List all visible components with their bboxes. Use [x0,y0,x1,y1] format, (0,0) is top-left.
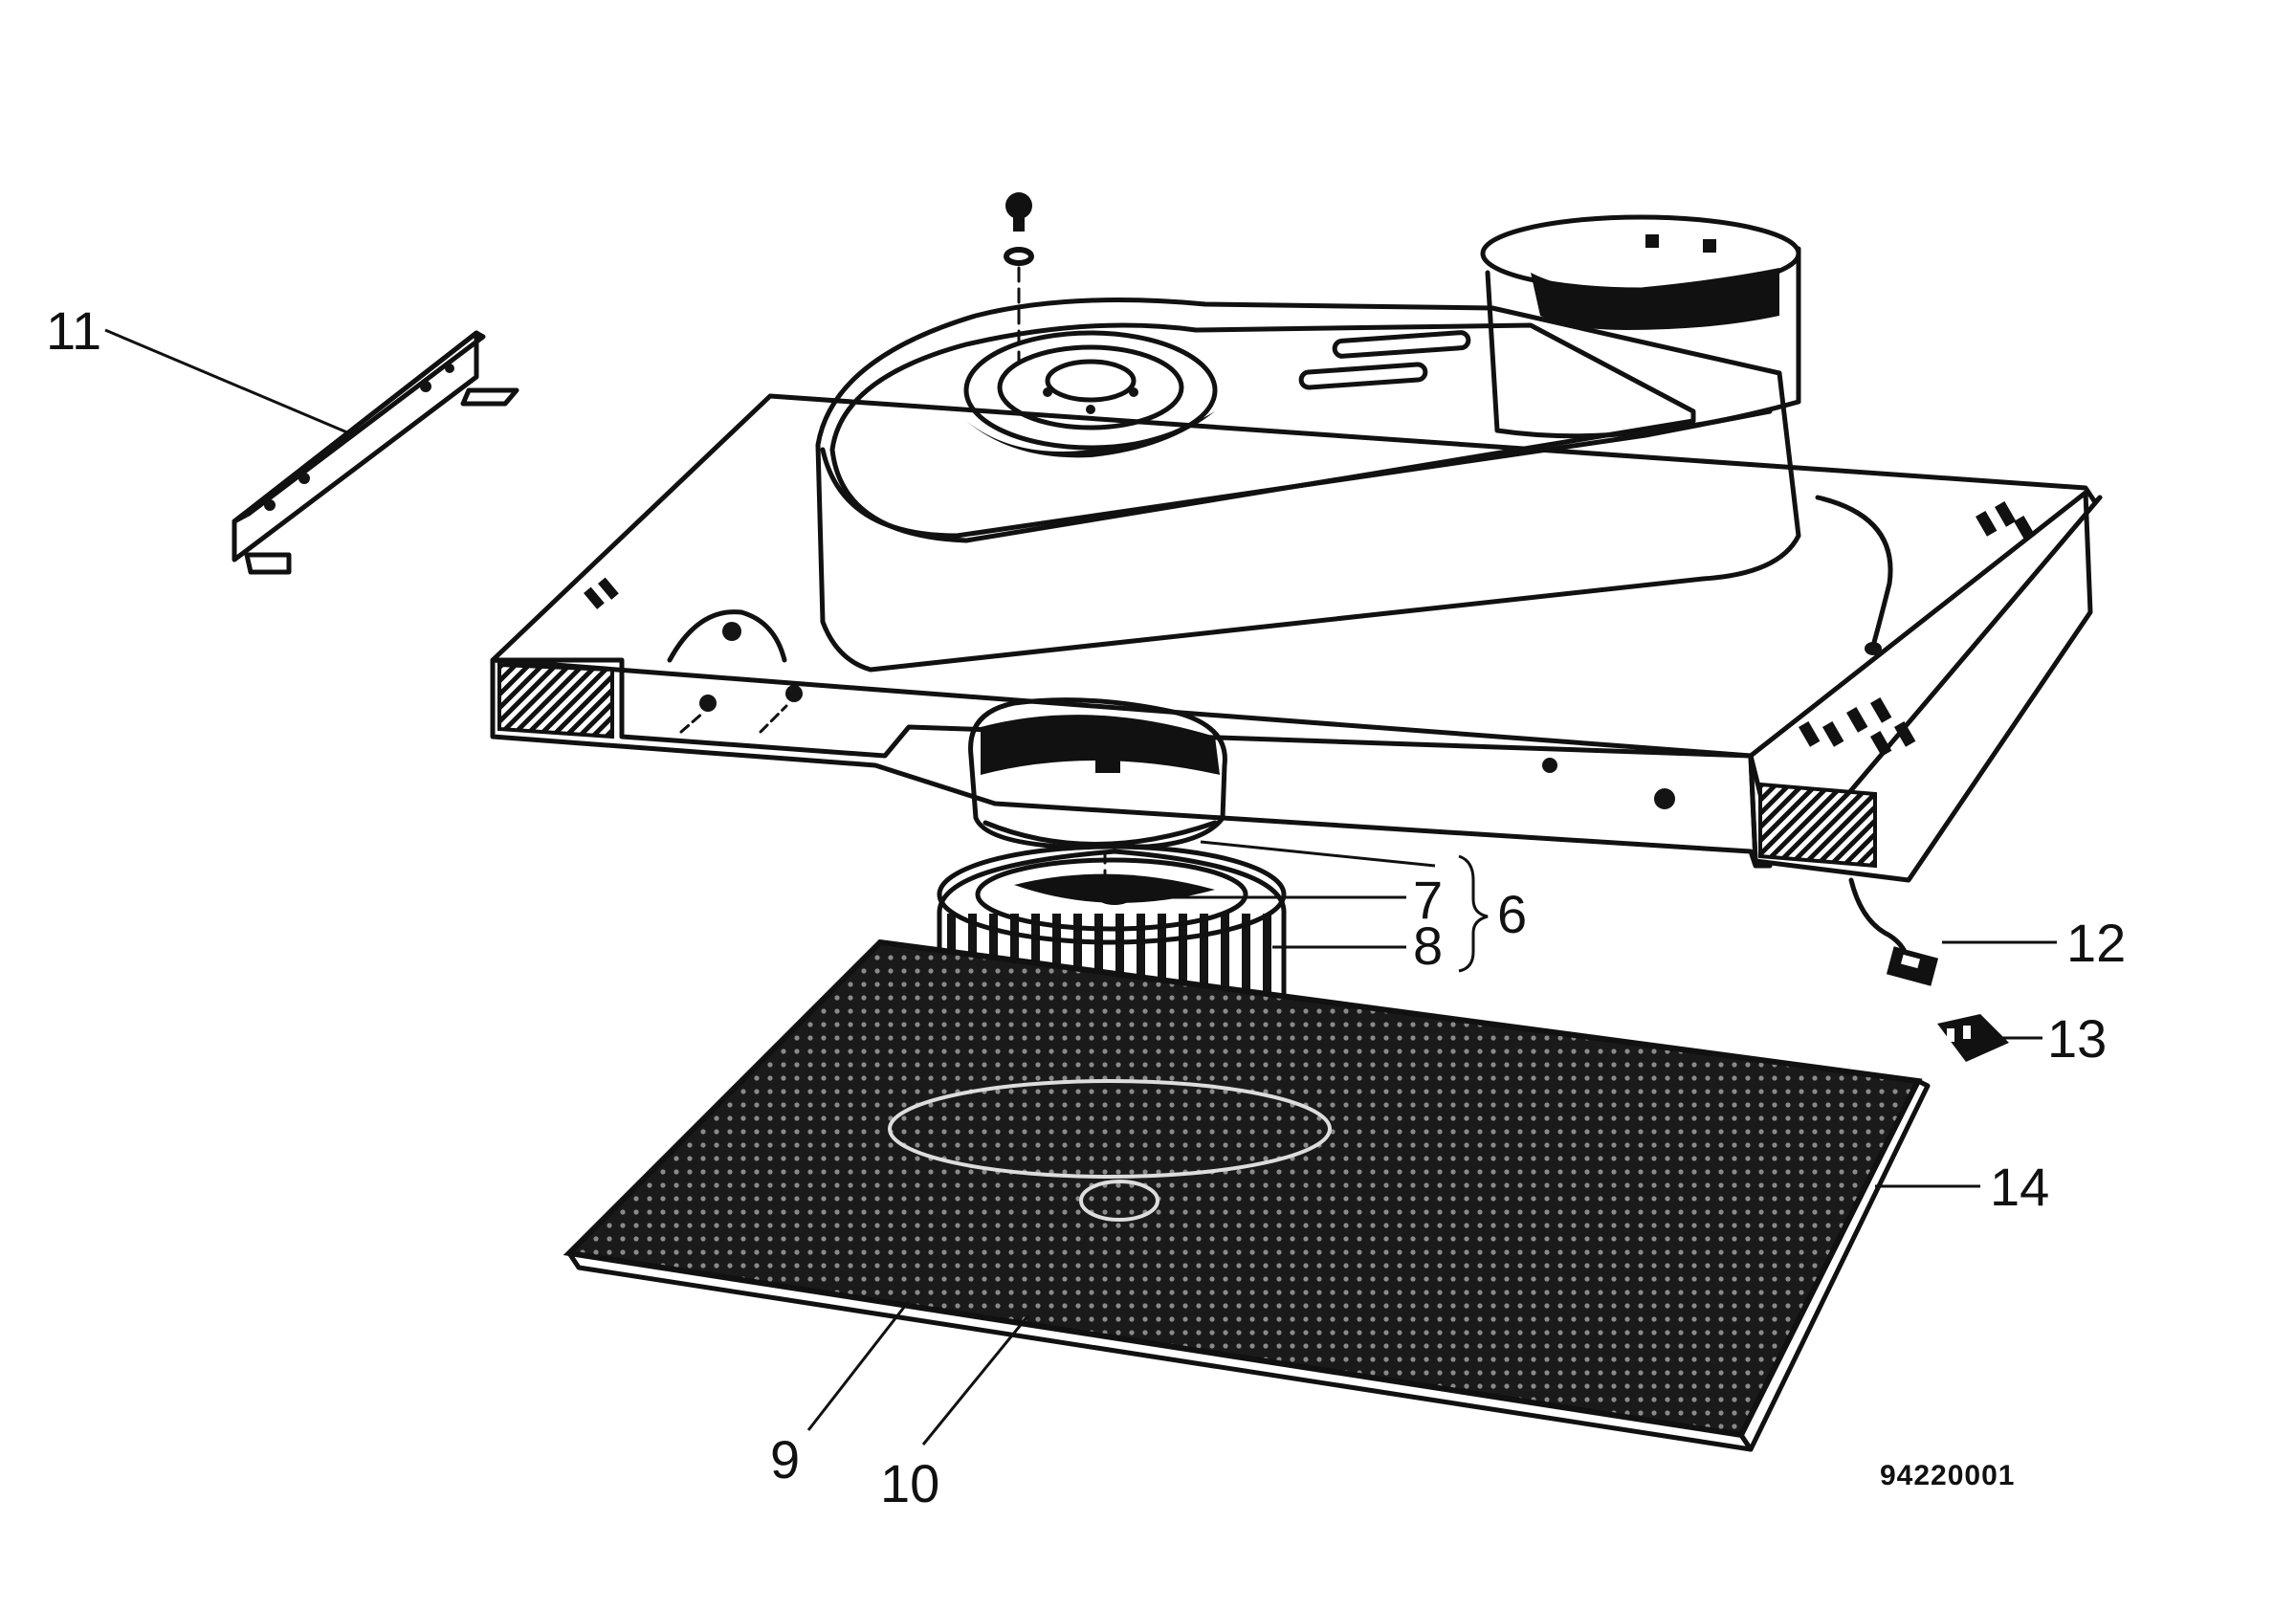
callout-9: 9 [770,1429,800,1490]
callout-8: 8 [1413,916,1443,976]
drawing-reference-code: 94220001 [1880,1460,2015,1491]
grease-filter-part-14 [563,938,1931,1452]
callout-7: 7 [1413,870,1443,930]
motor-part-7 [968,697,1227,911]
blower-scroll-housing [815,214,1801,673]
plug-part-13 [1937,1014,2009,1062]
callout-13: 13 [2047,1008,2107,1069]
callout-11: 11 [46,300,101,361]
callout-14: 14 [1990,1157,2049,1217]
callout-12: 12 [2066,913,2126,973]
callout-6: 6 [1497,884,1527,944]
connector-part-12 [1848,877,1939,986]
leader-lines [104,328,2057,1445]
hood-chassis [490,393,2103,883]
callout-10: 10 [880,1453,939,1513]
mounting-screw [1004,192,1034,365]
mounting-bracket-part-11 [232,330,519,575]
